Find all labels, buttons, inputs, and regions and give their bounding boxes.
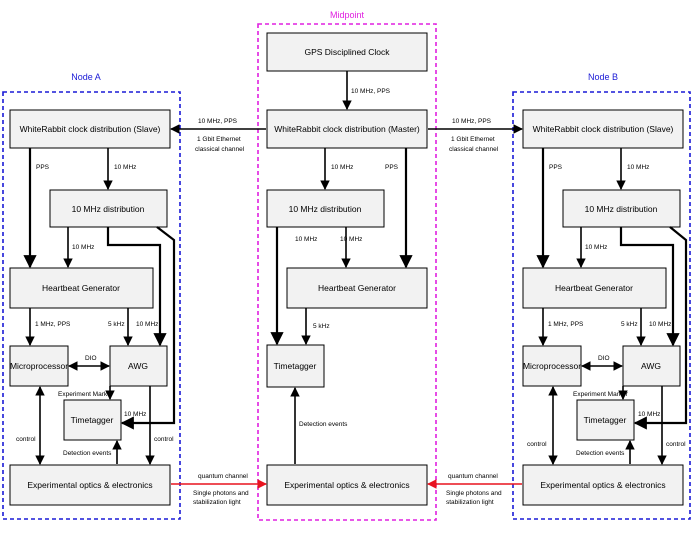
a-label-10mhz-d: 10 MHz — [124, 411, 146, 418]
a-label-10mhz-c: 10 MHz — [136, 321, 158, 328]
wr-master-label: WhiteRabbit clock distribution (Master) — [274, 124, 420, 134]
a-10mhz-dist-box — [49, 189, 168, 228]
a-label-pps: PPS — [36, 164, 50, 171]
label-mid-detection: Detection events — [299, 421, 348, 428]
link-b-stab-light: stabilization light — [446, 499, 494, 506]
link-b-classical: classical channel — [449, 146, 499, 153]
node-b-label: Node B — [588, 72, 618, 82]
b-arrow-dist-to-awg — [619, 227, 680, 347]
a-awg-label: AWG — [128, 361, 148, 371]
b-optics-label: Experimental optics & electronics — [540, 480, 665, 490]
b-10mhz-dist-label: 10 MHz distribution — [585, 204, 658, 214]
node-b-frame — [512, 91, 691, 520]
a-label-1mhz-pps: 1 MHz, PPS — [35, 321, 71, 328]
link-a-10mhz-pps: 10 MHz, PPS — [198, 118, 238, 125]
a-timetagger-label: Timetagger — [71, 415, 114, 425]
mid-optics-box — [266, 464, 428, 506]
a-10mhz-dist-label: 10 MHz distribution — [72, 204, 145, 214]
midpoint-frame — [257, 23, 437, 521]
b-timetagger-box — [576, 399, 635, 441]
b-label-1mhz-pps: 1 MHz, PPS — [548, 321, 584, 328]
a-timetagger-box — [63, 399, 122, 441]
a-microprocessor-box — [9, 345, 69, 387]
b-10mhz-dist-box — [562, 189, 681, 228]
link-a-gbit: 1 Gbit Ethernet — [197, 136, 241, 143]
link-a-quantum: quantum channel — [198, 473, 248, 480]
b-label-detection: Detection events — [576, 450, 625, 457]
mid-10mhz-dist-box — [266, 189, 385, 228]
b-optics-box — [522, 464, 684, 506]
b-microprocessor-box — [522, 345, 582, 387]
node-a-frame — [2, 91, 181, 520]
a-label-control-right: control — [154, 436, 174, 443]
link-a-single-photons: Single photons and — [193, 490, 249, 497]
a-awg-box — [109, 345, 168, 387]
midpoint-label: Midpoint — [330, 10, 365, 20]
a-wr-slave-box — [9, 109, 171, 149]
a-label-5khz: 5 kHz — [108, 321, 125, 328]
link-b-quantum: quantum channel — [448, 473, 498, 480]
mid-timetagger-box — [266, 344, 325, 388]
a-label-dio: DIO — [85, 355, 97, 362]
label-mid-10mhz-a: 10 MHz — [331, 164, 353, 171]
link-b-gbit: 1 Gbit Ethernet — [451, 136, 495, 143]
mid-10mhz-dist-label: 10 MHz distribution — [289, 204, 362, 214]
b-microprocessor-label: Microprocessor — [523, 361, 581, 371]
b-wr-slave-label: WhiteRabbit clock distribution (Slave) — [533, 124, 674, 134]
a-arrow-dist-to-timetagger — [120, 226, 176, 430]
b-label-exp-marker: Experiment Marker — [573, 391, 629, 398]
mid-timetagger-label: Timetagger — [274, 361, 317, 371]
a-optics-box — [9, 464, 171, 506]
b-timetagger-label: Timetagger — [584, 415, 627, 425]
b-label-10mhz-c: 10 MHz — [649, 321, 671, 328]
label-mid-5khz: 5 kHz — [313, 323, 330, 330]
b-label-10mhz-d: 10 MHz — [638, 411, 660, 418]
b-label-dio: DIO — [598, 355, 610, 362]
a-label-10mhz-a: 10 MHz — [114, 164, 136, 171]
b-awg-label: AWG — [641, 361, 661, 371]
mid-heartbeat-box — [286, 267, 428, 309]
a-heartbeat-box — [9, 267, 154, 309]
b-arrow-dist-to-timetagger — [633, 226, 688, 430]
label-mid-10mhz-b: 10 MHz — [295, 236, 317, 243]
a-label-exp-marker: Experiment Marker — [58, 391, 114, 398]
a-microprocessor-label: Microprocessor — [10, 361, 68, 371]
b-label-5khz: 5 kHz — [621, 321, 638, 328]
b-label-pps: PPS — [549, 164, 563, 171]
label-mid-10mhz-pps: 10 MHz, PPS — [351, 88, 391, 95]
b-label-10mhz-b: 10 MHz — [585, 244, 607, 251]
b-heartbeat-box — [522, 267, 667, 309]
a-optics-label: Experimental optics & electronics — [27, 480, 152, 490]
label-mid-pps: PPS — [385, 164, 399, 171]
mid-heartbeat-label: Heartbeat Generator — [318, 283, 396, 293]
b-wr-slave-box — [522, 109, 684, 149]
a-label-10mhz-b: 10 MHz — [72, 244, 94, 251]
wr-master-box — [266, 109, 428, 149]
a-arrow-dist-to-awg — [106, 227, 167, 347]
node-a-label: Node A — [71, 72, 101, 82]
mid-optics-label: Experimental optics & electronics — [284, 480, 409, 490]
link-a-classical: classical channel — [195, 146, 245, 153]
b-label-control-right: control — [666, 441, 686, 448]
link-b-single-photons: Single photons and — [446, 490, 502, 497]
a-label-detection: Detection events — [63, 450, 112, 457]
label-mid-10mhz-c: 10 MHz — [340, 236, 362, 243]
a-heartbeat-label: Heartbeat Generator — [42, 283, 120, 293]
b-heartbeat-label: Heartbeat Generator — [555, 283, 633, 293]
gps-clock-label: GPS Disciplined Clock — [304, 47, 390, 57]
a-label-control-left: control — [16, 436, 36, 443]
b-label-control-left: control — [527, 441, 547, 448]
link-a-stab-light: stabilization light — [193, 499, 241, 506]
b-label-10mhz-a: 10 MHz — [627, 164, 649, 171]
link-b-10mhz-pps: 10 MHz, PPS — [452, 118, 492, 125]
a-wr-slave-label: WhiteRabbit clock distribution (Slave) — [20, 124, 161, 134]
b-awg-box — [622, 345, 681, 387]
